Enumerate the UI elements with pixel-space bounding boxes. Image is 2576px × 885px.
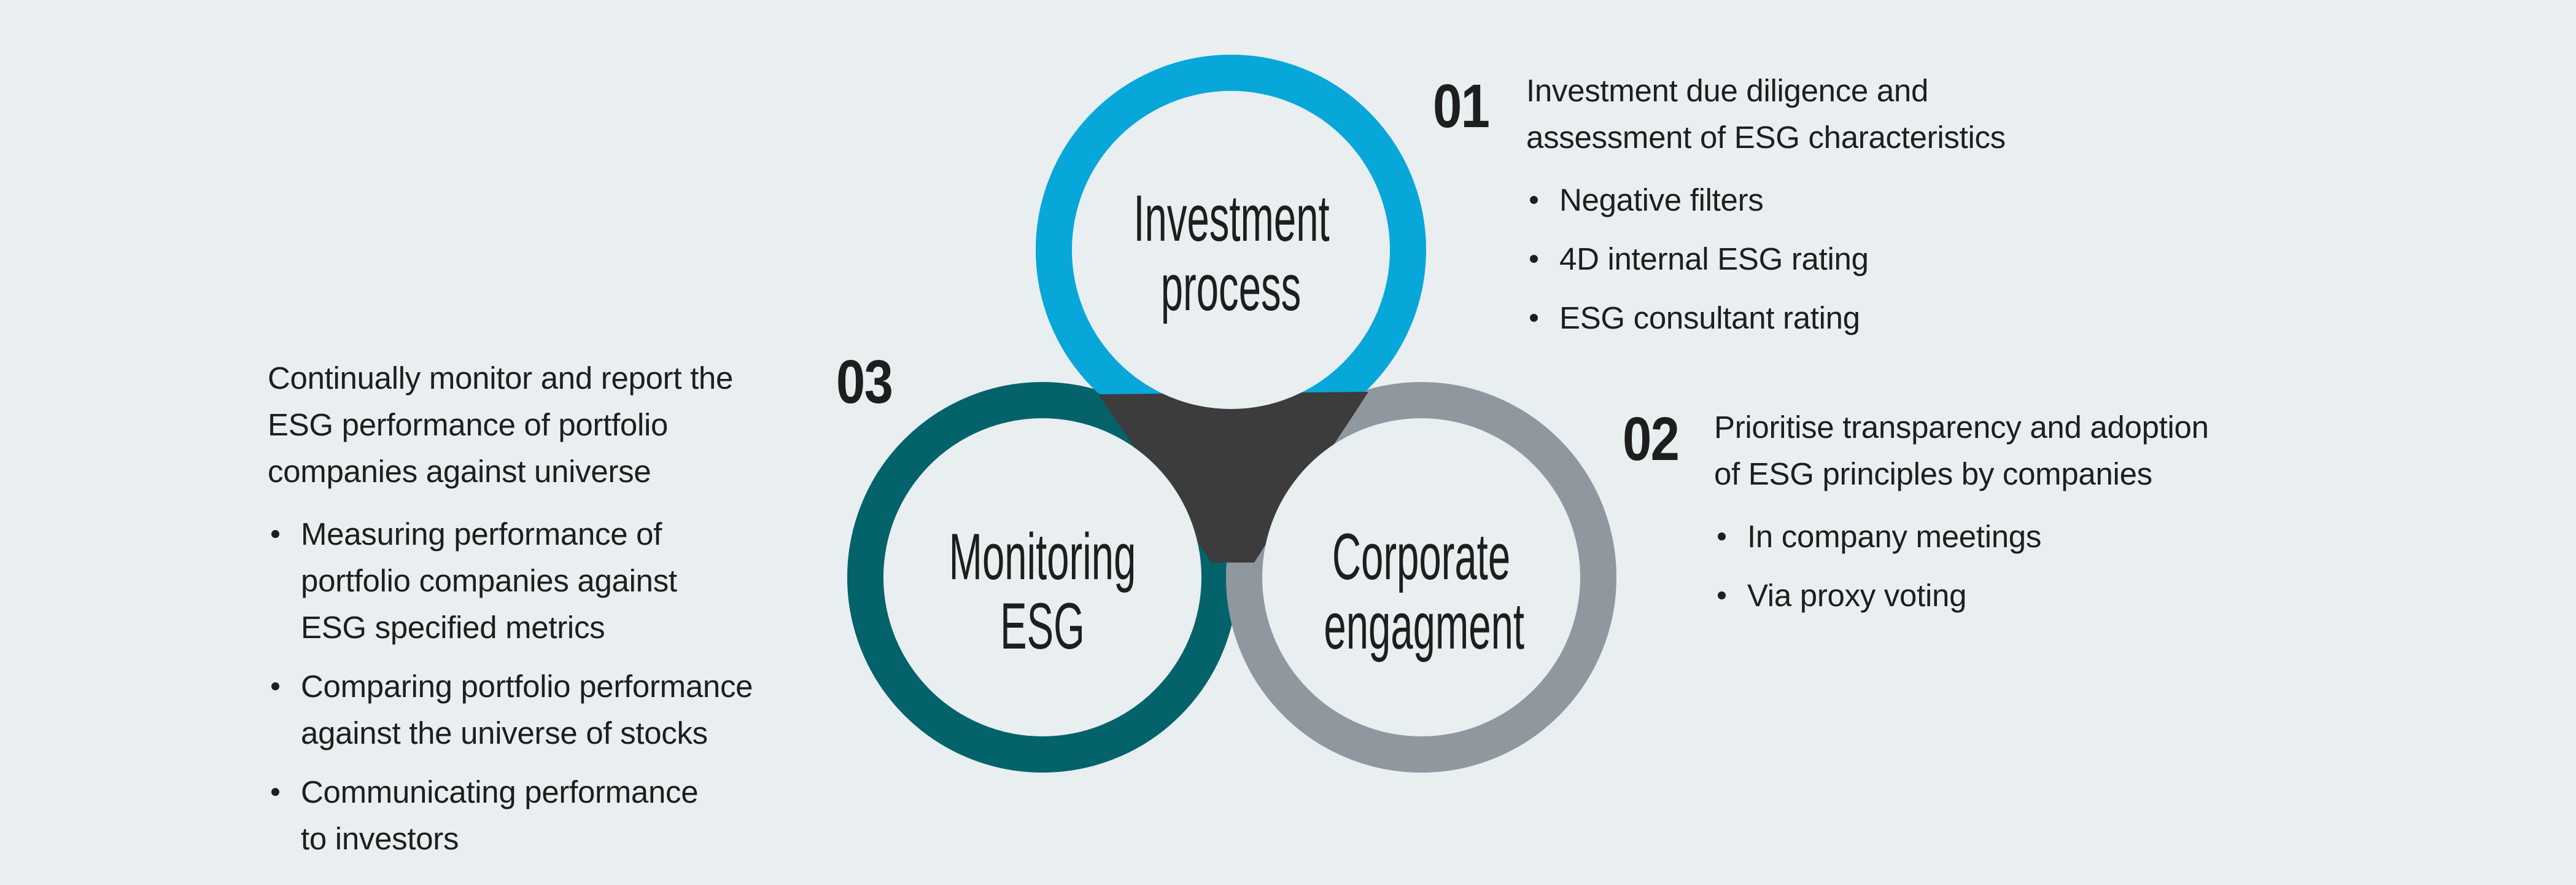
- annotation-01-bullet-list: Negative filters 4D internal ESG rating …: [1526, 177, 2140, 341]
- annotation-01-title: Investment due diligence and assessment …: [1526, 73, 2006, 155]
- step-number-01: 01: [1433, 72, 1490, 141]
- bullet-item: Measuring performance of portfolio compa…: [268, 511, 851, 651]
- bullet-item: Negative filters: [1526, 177, 2140, 224]
- annotation-block-03: Continually monitor and report the ESG p…: [268, 355, 851, 862]
- annotation-03-title: Continually monitor and report the ESG p…: [268, 361, 734, 489]
- step-number-02: 02: [1623, 405, 1680, 474]
- bullet-item: ESG consultant rating: [1526, 295, 2140, 341]
- annotation-03-bullet-list: Measuring performance of portfolio compa…: [268, 511, 851, 862]
- monitoring-esg-interior: [883, 418, 1201, 736]
- monitoring-esg-ring: [847, 382, 1238, 773]
- bullet-item: Communicating performance to investors: [268, 769, 851, 862]
- circle-label-monitoring-esg: Monitoring ESG: [949, 520, 1136, 663]
- step-number-03: 03: [836, 348, 893, 416]
- center-overlap-shape: [1098, 392, 1368, 563]
- annotation-02-title: Prioritise transparency and adoption of …: [1714, 410, 2209, 491]
- annotation-block-02: Prioritise transparency and adoption of …: [1714, 404, 2359, 619]
- bullet-item: Via proxy voting: [1714, 572, 2359, 619]
- bullet-item: 4D internal ESG rating: [1526, 236, 2140, 283]
- bullet-item: In company meetings: [1714, 513, 2359, 560]
- corporate-engagement-interior: [1262, 418, 1580, 736]
- annotation-block-01: Investment due diligence and assessment …: [1526, 68, 2140, 341]
- bullet-item: Comparing portfolio performance against …: [268, 663, 851, 757]
- circle-label-corporate-engagement: Corporate engagment: [1324, 520, 1525, 663]
- annotation-02-bullet-list: In company meetings Via proxy voting: [1714, 513, 2359, 619]
- circle-label-investment-process: Investment process: [1133, 181, 1330, 324]
- investment-process-interior: [1072, 91, 1390, 409]
